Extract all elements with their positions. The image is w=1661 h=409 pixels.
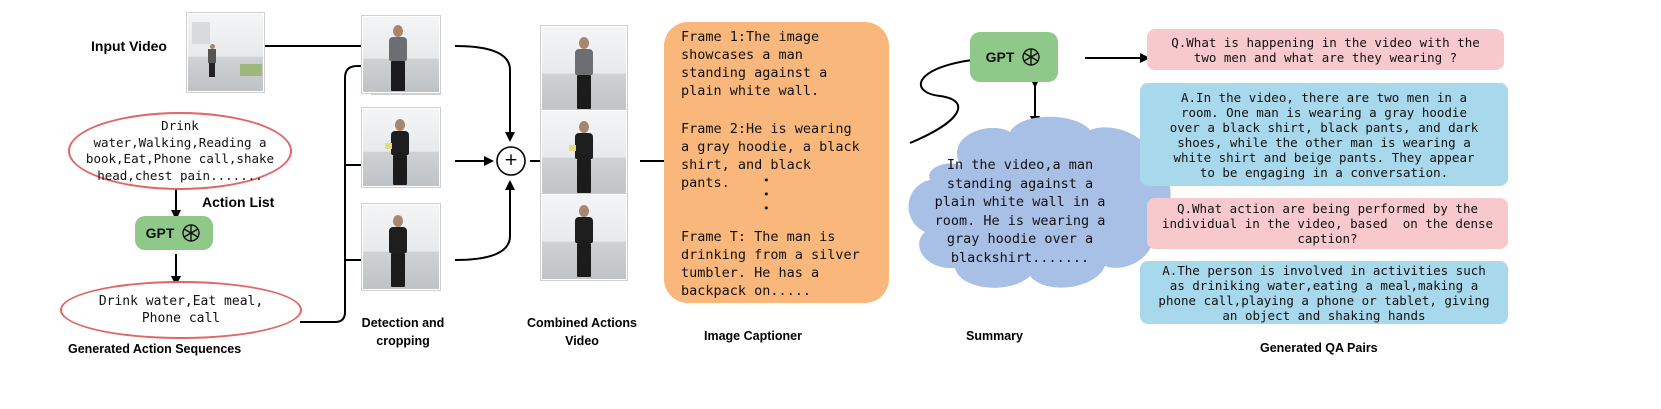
combined-frame-2 bbox=[541, 110, 627, 196]
summary-cloud bbox=[908, 116, 1171, 288]
qa-question-2: Q.What action are being performed by the… bbox=[1147, 198, 1508, 249]
action-list-label: Action List bbox=[202, 194, 275, 210]
arrow-stack1-to-plus bbox=[454, 45, 515, 142]
arrow-stack3-to-plus bbox=[454, 180, 515, 261]
generated-action-sequences-label: Generated Action Sequences bbox=[68, 342, 242, 356]
arrow-sequence-branch bbox=[300, 61, 380, 323]
combined-frame-3 bbox=[541, 194, 627, 280]
image-captioner-label: Image Captioner bbox=[704, 329, 802, 343]
gpt-label: GPT bbox=[145, 225, 175, 241]
generated-qa-pairs-label: Generated QA Pairs bbox=[1260, 341, 1378, 355]
qa-answer-1-text: A.In the video, there are two men in a r… bbox=[1169, 89, 1479, 180]
caption-frame-t: Frame T: The man is drinking from a silv… bbox=[681, 229, 860, 299]
qa-question-1: Q.What is happening in the video with th… bbox=[1147, 29, 1504, 70]
combined-actions-video-label: Combined Actions Video bbox=[527, 316, 637, 348]
input-video-label: Input Video bbox=[91, 38, 167, 54]
qa-question-2-text: Q.What action are being performed by the… bbox=[1161, 201, 1494, 246]
summary-text: In the video,a man standing against a pl… bbox=[934, 157, 1106, 266]
qa-answer-2-text: A.The person is involved in activities s… bbox=[1158, 262, 1490, 323]
arrow-captioner-to-gpt bbox=[909, 53, 997, 144]
generated-sequence-ellipse: Drink water,Eat meal, Phone call bbox=[60, 281, 302, 339]
combined-frame-1 bbox=[541, 26, 627, 112]
action-list-text: Drink water,Walking,Reading a book,Eat,P… bbox=[85, 118, 275, 183]
summary-label: Summary bbox=[966, 329, 1023, 343]
detection-crop-1 bbox=[362, 16, 440, 93]
input-video-thumbnail bbox=[187, 13, 264, 92]
combine-plus-circle bbox=[496, 146, 526, 176]
qa-question-1-text: Q.What is happening in the video with th… bbox=[1171, 34, 1480, 65]
qa-answer-2: A.The person is involved in activities s… bbox=[1140, 261, 1508, 324]
summary-gpt-label: GPT bbox=[985, 49, 1015, 65]
qa-answer-1: A.In the video, there are two men in a r… bbox=[1140, 83, 1508, 186]
openai-logo-icon bbox=[1022, 48, 1041, 66]
gpt-box-action: GPT bbox=[135, 216, 213, 250]
detection-cropping-label: Detection and cropping bbox=[361, 316, 445, 348]
detection-crop-2 bbox=[362, 108, 440, 187]
detection-crop-3 bbox=[362, 204, 440, 290]
action-list-ellipse: Drink water,Walking,Reading a book,Eat,P… bbox=[68, 112, 292, 190]
caption-frame-1: Frame 1:The image showcases a man standi… bbox=[681, 29, 828, 99]
openai-logo-icon bbox=[182, 224, 201, 242]
caption-ellipsis-dots: • • • bbox=[763, 174, 770, 215]
image-captioner-box: Frame 1:The image showcases a man standi… bbox=[664, 22, 889, 303]
plus-symbol: + bbox=[503, 150, 519, 170]
gpt-box-summary: GPT bbox=[970, 32, 1058, 82]
generated-sequence-text: Drink water,Eat meal, Phone call bbox=[98, 294, 264, 326]
caption-frame-2: Frame 2:He is wearing a gray hoodie, a b… bbox=[681, 121, 860, 191]
